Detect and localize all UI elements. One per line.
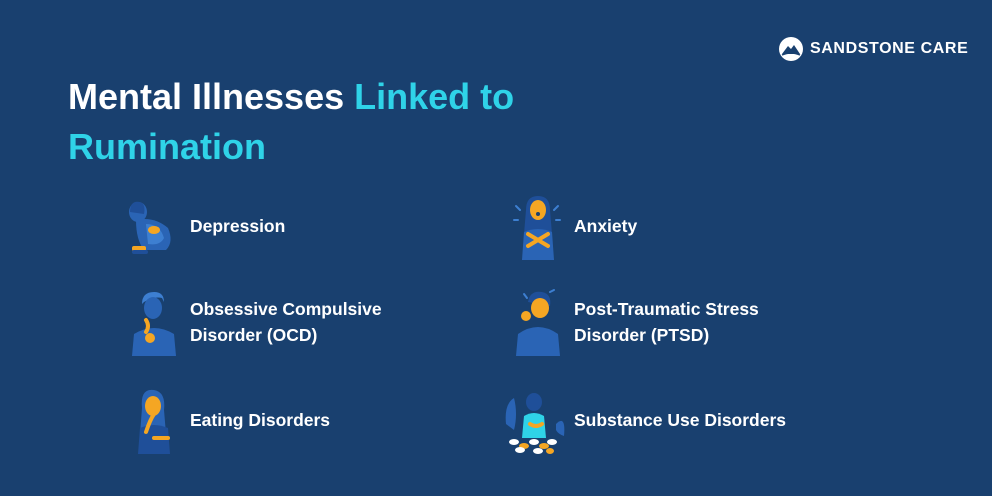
list-item-substance-use-disorders: Substance Use Disorders xyxy=(500,384,786,456)
item-label: Post-Traumatic Stress Disorder (PTSD) xyxy=(574,299,759,345)
list-item-ptsd: Post-Traumatic Stress Disorder (PTSD) xyxy=(508,286,759,358)
item-label: Substance Use Disorders xyxy=(574,410,787,430)
list-item-depression: Depression xyxy=(124,190,285,262)
list-item-ocd: Obsessive Compulsive Disorder (OCD) xyxy=(124,286,382,358)
person-with-pills-icon xyxy=(505,393,565,454)
brand-logo: SANDSTONE CARE xyxy=(778,36,968,62)
list-item-eating-disorders: Eating Disorders xyxy=(124,384,330,456)
item-label: Anxiety xyxy=(574,216,638,236)
item-label: Depression xyxy=(190,216,286,236)
mountain-logo-icon xyxy=(779,37,803,61)
distressed-person-icon xyxy=(516,289,560,356)
title-accent: Linked to Rumination xyxy=(68,76,515,167)
woman-covering-mouth-icon xyxy=(138,389,170,454)
worried-man-icon xyxy=(132,292,176,356)
person-hugging-knees-icon xyxy=(129,201,171,254)
item-label: Eating Disorders xyxy=(190,410,331,430)
title-prefix: Mental Illnesses xyxy=(68,76,355,117)
page-title: Mental Illnesses Linked to Rumination xyxy=(68,72,628,172)
anxious-person-icon xyxy=(513,196,561,260)
list-item-anxiety: Anxiety xyxy=(508,190,637,262)
brand-name: SANDSTONE CARE xyxy=(810,40,969,57)
item-label: Obsessive Compulsive Disorder (OCD) xyxy=(190,299,382,345)
